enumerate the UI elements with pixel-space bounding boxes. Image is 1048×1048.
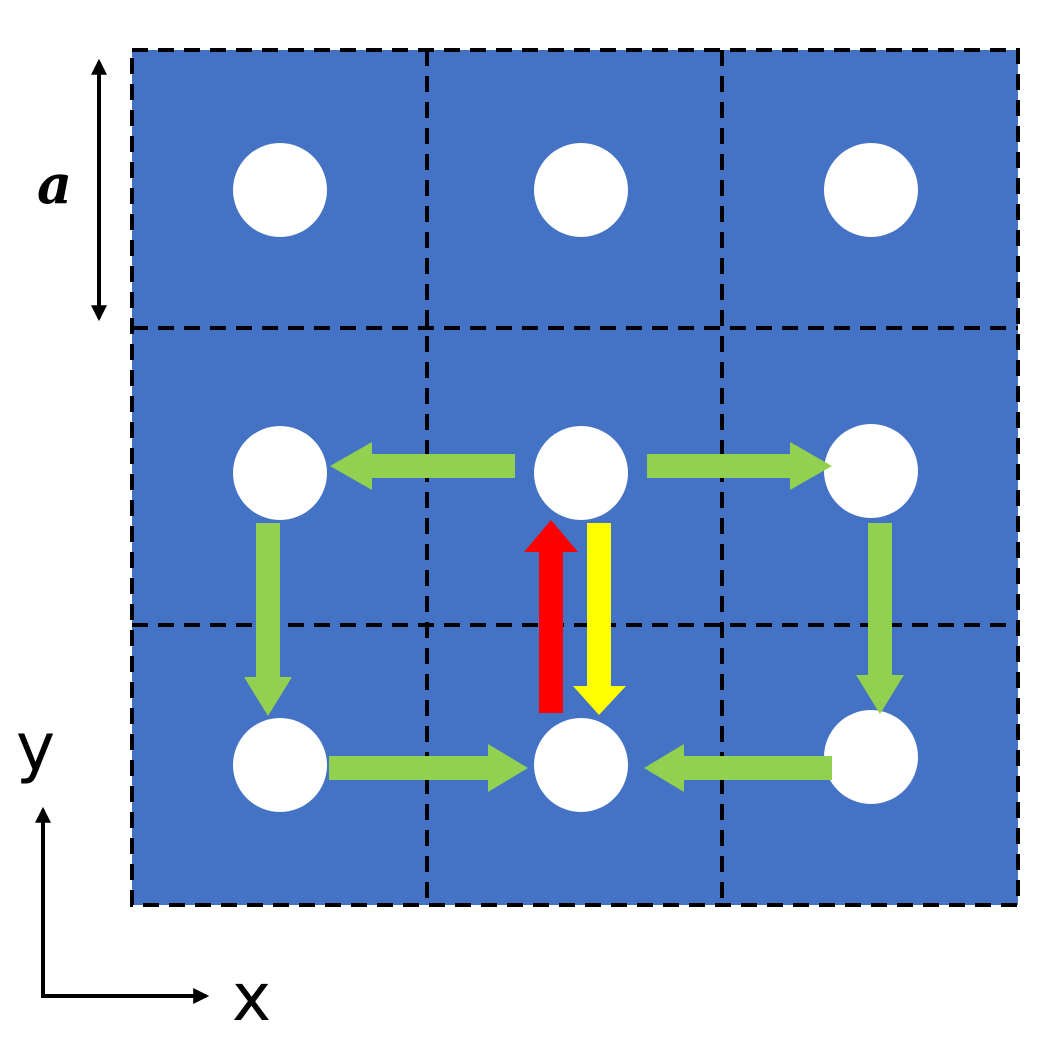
arrow-center-to-left bbox=[330, 442, 515, 490]
arrow-right-down bbox=[856, 523, 904, 714]
lattice-constant-label: a bbox=[37, 152, 72, 216]
holes bbox=[233, 143, 918, 812]
x-axis-label: x bbox=[232, 959, 271, 1036]
hole-r2c3 bbox=[824, 424, 918, 518]
arrow-center-to-right bbox=[647, 442, 832, 490]
hole-r1c1 bbox=[233, 143, 327, 237]
arrow-red-up bbox=[524, 520, 578, 713]
arrow-bottom-left-to-center bbox=[329, 744, 528, 792]
hole-r3c3 bbox=[824, 710, 918, 804]
lattice-constant-indicator: a bbox=[37, 58, 107, 322]
outer-cell-border bbox=[130, 48, 1020, 907]
hole-r1c2 bbox=[534, 143, 628, 237]
hole-r3c1 bbox=[233, 718, 327, 812]
arrow-left-down bbox=[244, 523, 292, 716]
arrow-bottom-right-to-center bbox=[644, 744, 832, 792]
coordinate-axes: y x bbox=[16, 709, 271, 1036]
hole-r3c2 bbox=[534, 718, 628, 812]
hole-r2c2 bbox=[534, 426, 628, 520]
hole-r1c3 bbox=[824, 143, 918, 237]
arrow-yellow-down bbox=[573, 523, 626, 715]
y-axis-label: y bbox=[16, 709, 55, 786]
green-arrows bbox=[244, 442, 904, 792]
hole-r2c1 bbox=[233, 426, 327, 520]
